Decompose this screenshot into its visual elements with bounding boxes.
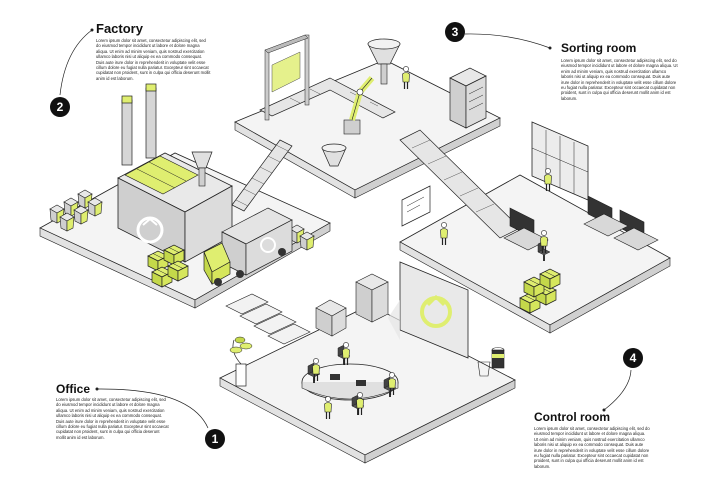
control-room-description: Lorem ipsum dolor sit amet, consectetur … <box>534 426 650 469</box>
control-room-title: Control room <box>534 410 610 424</box>
truck-icon <box>203 207 293 286</box>
office-description: Lorem ipsum dolor sit amet, consectetur … <box>56 397 169 440</box>
sorting-frame <box>264 34 310 121</box>
office-printer <box>355 273 389 323</box>
leader-line-factory <box>59 28 94 96</box>
control-presentation-board <box>401 185 449 246</box>
office-meeting-table <box>301 363 399 401</box>
robot-arm-icon <box>343 76 375 135</box>
leader-line-control <box>602 369 632 412</box>
office-title: Office <box>56 382 91 396</box>
office-cabinet <box>315 299 347 337</box>
sorting-funnel-lower <box>321 143 347 167</box>
sorting-hopper <box>367 38 401 85</box>
leader-line-sorting <box>464 33 552 50</box>
sorting-room-number-badge: 3 <box>445 22 465 42</box>
control-worker <box>543 167 553 192</box>
sorting-room-title: Sorting room <box>561 41 637 55</box>
plant-icon <box>229 336 253 387</box>
office-number-badge: 1 <box>205 429 225 449</box>
conveyor-factory-to-sorting <box>231 139 293 212</box>
server-rack <box>449 67 487 129</box>
recycling-bin-icon <box>477 347 505 377</box>
monitor-icon <box>503 195 659 251</box>
office-projector-screen <box>388 261 469 359</box>
factory-number-badge: 2 <box>50 97 70 117</box>
platform-control <box>399 174 671 334</box>
factory-title: Factory <box>96 21 143 36</box>
leader-line-office <box>95 387 209 429</box>
factory-recycle-icon <box>136 216 164 244</box>
stairs <box>225 293 311 345</box>
sorting-room-description: Lorem ipsum dolor sit amet, consectetur … <box>561 58 678 101</box>
factory-description: Lorem ipsum dolor sit amet, consectetur … <box>96 38 211 81</box>
conveyor-sorting-top <box>259 77 396 119</box>
control-room-number-badge: 4 <box>623 348 643 368</box>
